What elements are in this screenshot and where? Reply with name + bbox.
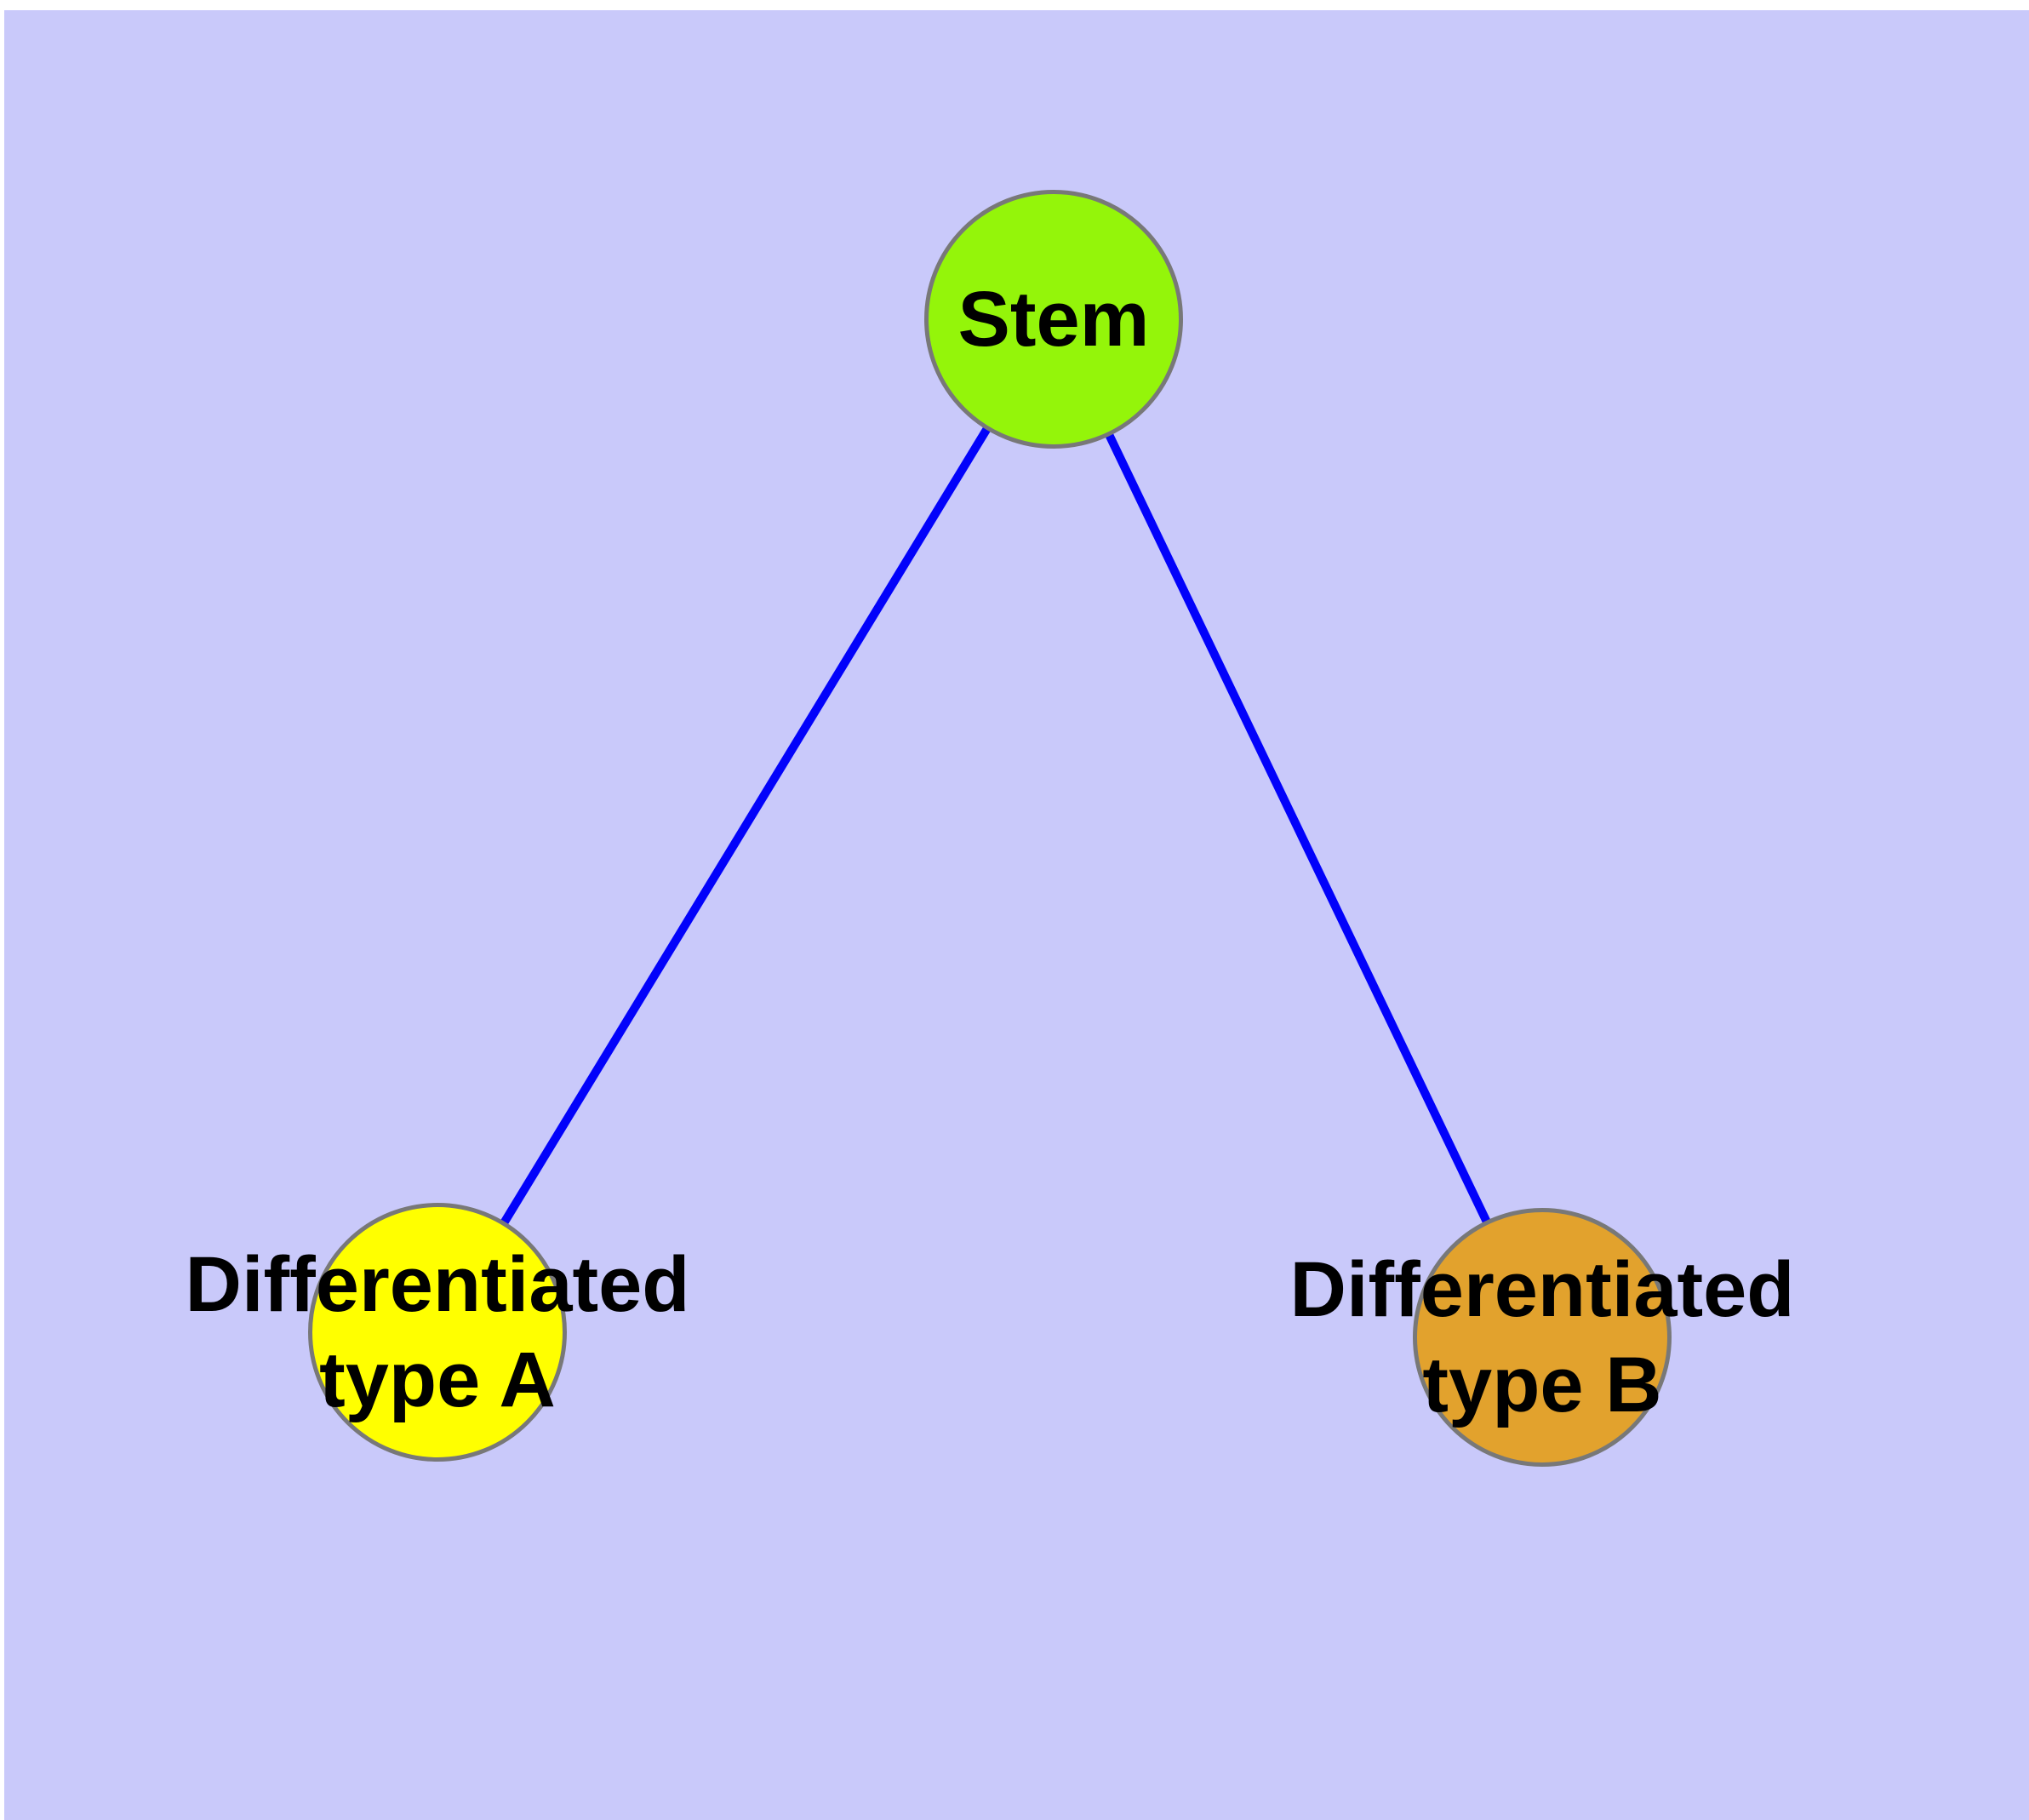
page-margin-left	[0, 0, 4, 1820]
node-label-line: Differentiated	[1289, 1246, 1795, 1333]
node-differentiated-type-a: Differentiated type A	[186, 1203, 689, 1462]
node-label-line: Differentiated	[185, 1241, 690, 1328]
node-differentiated-type-b-label: Differentiated type B	[1290, 1242, 1795, 1433]
edge-stem-to-type-a	[433, 317, 1058, 1335]
node-label-line: type A	[319, 1336, 556, 1423]
node-stem: Stem	[924, 190, 1183, 449]
node-differentiated-type-b: Differentiated type B	[1290, 1208, 1794, 1467]
node-label-line: type B	[1422, 1342, 1662, 1428]
edge-stem-to-type-b	[1049, 317, 1546, 1340]
node-stem-label: Stem	[958, 272, 1150, 367]
node-differentiated-type-a-label: Differentiated type A	[186, 1237, 690, 1428]
node-label-line: Stem	[957, 276, 1150, 363]
page-margin-top	[0, 0, 2029, 10]
